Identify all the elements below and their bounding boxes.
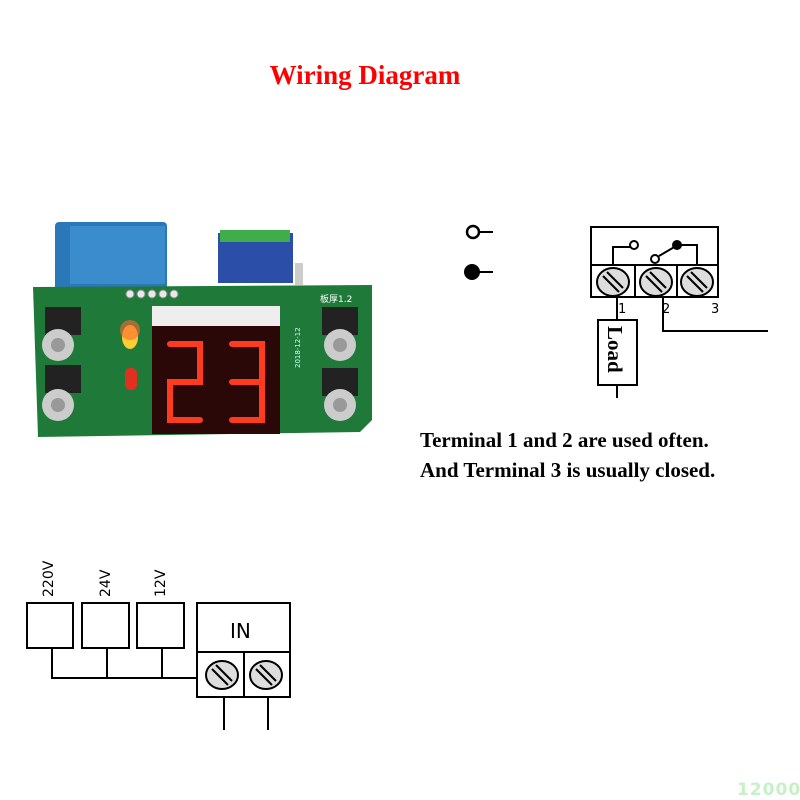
- terminal-1-label: 1: [618, 302, 626, 317]
- source-12v-box: [136, 602, 185, 649]
- closed-contact-icon: [464, 264, 480, 280]
- display-digits: [167, 341, 265, 423]
- relay-output-terminal: [590, 226, 768, 398]
- contact-legend: [464, 224, 493, 280]
- source-24v-box: [81, 602, 130, 649]
- load-label: Load: [603, 326, 627, 373]
- source-24v-label: 24V: [98, 569, 114, 597]
- power-input-diagram: [26, 602, 291, 730]
- seven-segment-display: [152, 306, 280, 434]
- page-title: Wiring Diagram: [269, 60, 461, 90]
- date-text: 2018-12-12: [294, 327, 302, 368]
- push-buttons: [42, 307, 358, 421]
- note-line-1: Terminal 1 and 2 are used often.: [420, 428, 709, 452]
- note-line-2: And Terminal 3 is usually closed.: [420, 458, 716, 482]
- source-220v-label: 220V: [41, 560, 57, 597]
- source-220v-box: [26, 602, 74, 649]
- open-contact-icon: [465, 224, 481, 240]
- input-label: IN: [230, 619, 251, 643]
- display-value: 23: [185, 219, 187, 221]
- terminal-3-label: 3: [711, 302, 719, 317]
- silk-text: 板厚1.2: [320, 293, 352, 305]
- relay-board-photo: 23 板厚1.2 2018-12-12: [33, 219, 372, 437]
- terminal-2-label: 2: [662, 302, 670, 317]
- source-12v-label: 12V: [153, 569, 169, 597]
- led-red: [125, 368, 137, 390]
- watermark: 12000: [737, 780, 800, 800]
